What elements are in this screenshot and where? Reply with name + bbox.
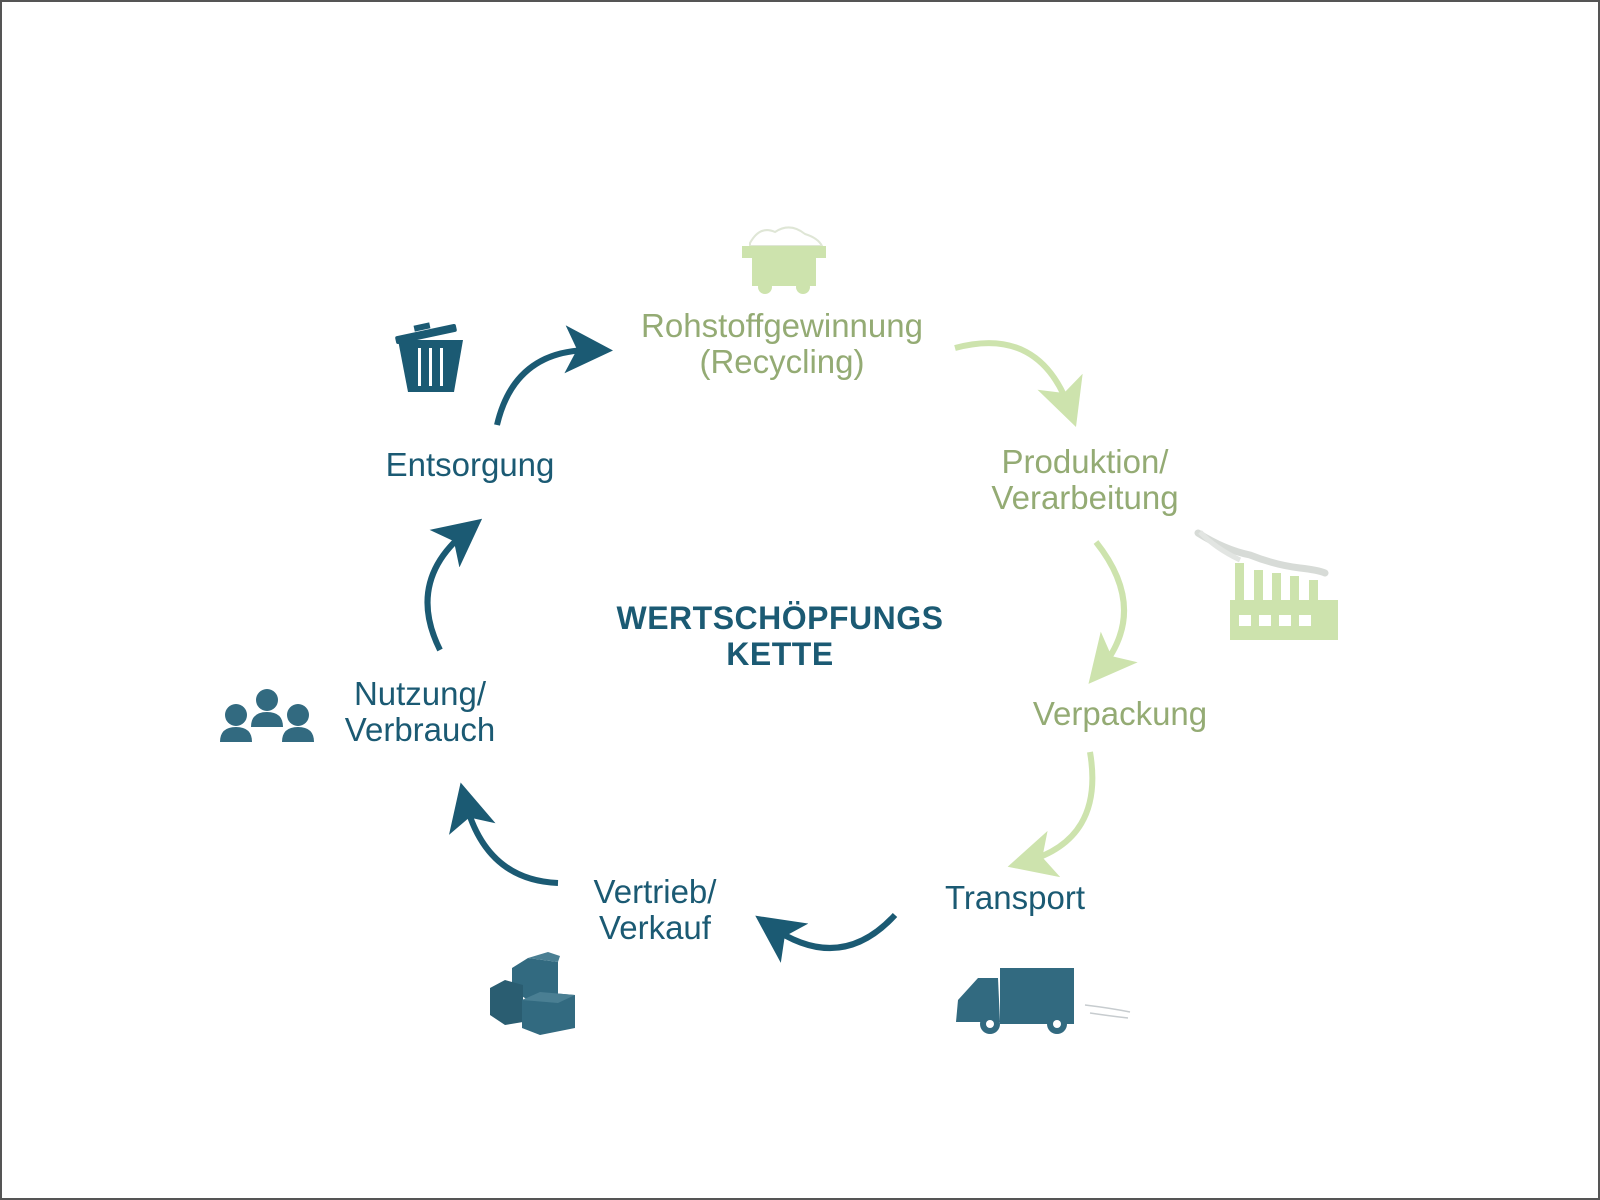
stage-verpackung-line-1: Verpackung bbox=[1032, 695, 1208, 732]
stage-transport: Transport bbox=[925, 880, 1105, 916]
stage-vertrieb-line-2: Verkauf bbox=[599, 909, 711, 946]
arrow-entsorgung-to-rohstoff bbox=[494, 325, 613, 426]
title-line-1: WERTSCHÖPFUNGS bbox=[616, 600, 944, 636]
stage-entsorgung: Entsorgung bbox=[370, 447, 570, 483]
arrow-produktion-to-verpackung bbox=[1088, 540, 1138, 684]
truck-icon bbox=[956, 968, 1131, 1034]
stage-nutzung-line-2: Verbrauch bbox=[344, 711, 496, 748]
diagram-title: WERTSCHÖPFUNGS KETTE bbox=[560, 600, 1000, 672]
mine-cart-icon bbox=[742, 226, 826, 294]
stage-produktion-line-2: Verarbeitung bbox=[991, 479, 1179, 516]
stage-vertrieb-line-1: Vertrieb/ bbox=[593, 873, 717, 910]
trash-can-icon bbox=[395, 322, 463, 392]
stage-nutzung: Nutzung/ Verbrauch bbox=[330, 676, 510, 748]
stage-rohstoff: Rohstoffgewinnung (Recycling) bbox=[612, 308, 952, 380]
arrow-vertrieb-to-nutzung bbox=[449, 782, 559, 886]
stage-rohstoff-line-2: (Recycling) bbox=[699, 343, 865, 380]
stage-vertrieb: Vertrieb/ Verkauf bbox=[570, 874, 740, 946]
arrow-verpackung-to-transport bbox=[1007, 751, 1096, 878]
stage-rohstoff-line-1: Rohstoffgewinnung bbox=[641, 307, 923, 344]
title-line-2: KETTE bbox=[726, 636, 834, 672]
people-icon bbox=[220, 689, 314, 742]
factory-icon bbox=[1194, 529, 1338, 640]
stage-nutzung-line-1: Nutzung/ bbox=[353, 675, 487, 712]
arrow-rohstoff-to-produktion bbox=[954, 340, 1083, 427]
stage-verpackung: Verpackung bbox=[1010, 696, 1230, 732]
stage-entsorgung-line-1: Entsorgung bbox=[385, 446, 555, 483]
stage-transport-line-1: Transport bbox=[945, 879, 1085, 916]
stage-produktion: Produktion/ Verarbeitung bbox=[960, 444, 1210, 516]
stage-produktion-line-1: Produktion/ bbox=[1001, 443, 1169, 480]
arrow-transport-to-vertrieb bbox=[755, 912, 898, 963]
boxes-icon bbox=[490, 952, 575, 1035]
arrow-nutzung-to-entsorgung bbox=[424, 518, 483, 652]
